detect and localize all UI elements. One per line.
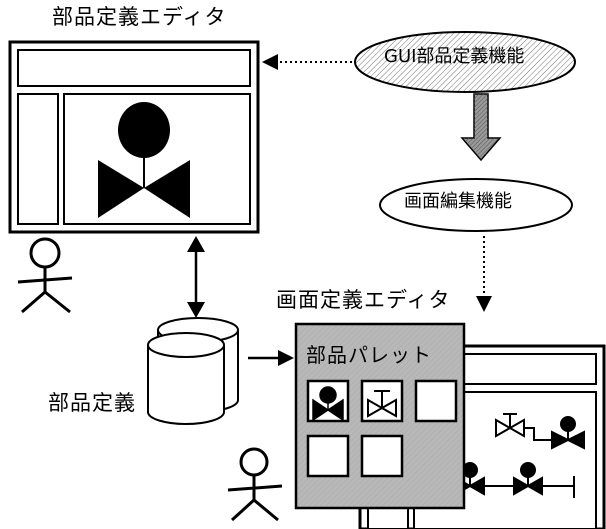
gui-parts-definition-ellipse — [354, 31, 576, 93]
palette-slot-valve[interactable] — [306, 379, 350, 423]
palette-slot-empty-2[interactable] — [306, 434, 350, 478]
screen-editor-title: 画面定義エディタ — [276, 288, 451, 312]
parts-editor-title: 部品定義エディタ — [52, 5, 227, 29]
dotted-arrow-to-screen-editor — [476, 236, 492, 312]
person-icon — [17, 237, 73, 314]
valve-alt-icon — [367, 390, 397, 418]
screen-editing-label: 画面編集機能 — [404, 191, 512, 212]
database-icon — [147, 317, 239, 425]
gui-parts-definition-label: GUI部品定義機能 — [384, 46, 525, 67]
palette-slot-valve-alt[interactable] — [360, 379, 404, 423]
screen-editing-ellipse — [379, 178, 573, 232]
parts-definition-label: 部品定義 — [48, 391, 136, 415]
thick-down-arrow — [460, 93, 502, 162]
palette-slot-empty-3[interactable] — [360, 434, 404, 478]
parts-editor-window — [8, 40, 260, 234]
double-arrow-editor-database — [187, 236, 205, 318]
valve-icon — [312, 386, 344, 422]
valve-icon — [98, 102, 190, 218]
arrow-database-to-palette — [248, 350, 294, 366]
person-icon — [227, 447, 283, 522]
dotted-arrow-to-parts-editor — [262, 54, 352, 70]
parts-palette-title: 部品パレット — [306, 343, 432, 367]
palette-slot-empty-1[interactable] — [414, 379, 458, 423]
